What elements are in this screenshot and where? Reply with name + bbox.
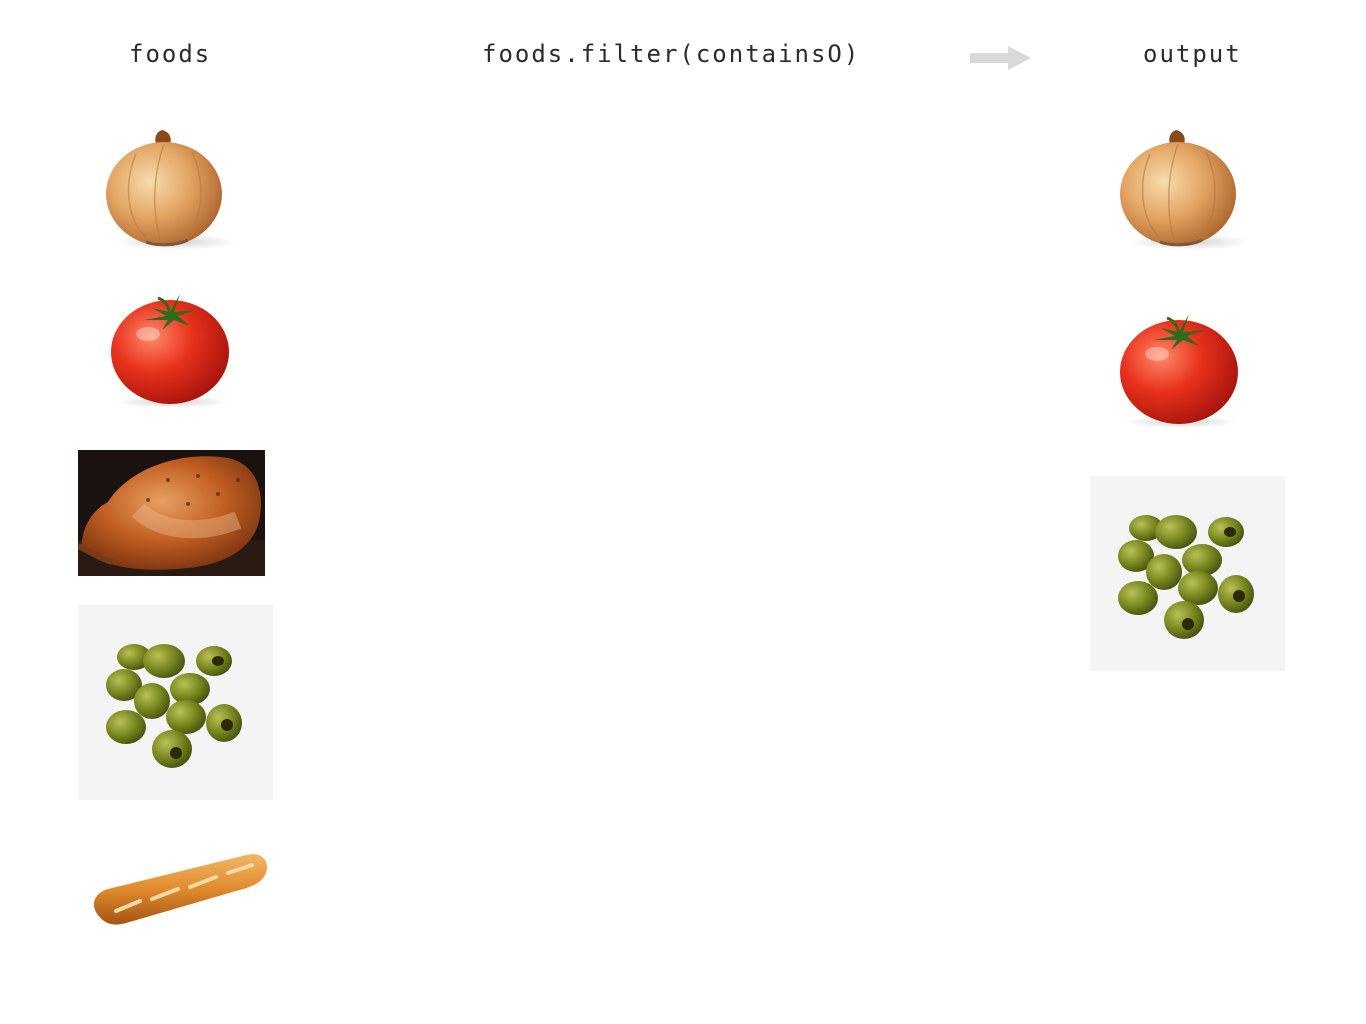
output-label: output <box>1143 40 1242 68</box>
foods-label: foods <box>129 40 212 68</box>
filter-expression-label: foods.filter(containsO) <box>482 40 861 68</box>
olives-image <box>78 605 273 800</box>
output-tomato-image <box>1113 310 1247 428</box>
baguette-image <box>86 845 272 935</box>
right-arrow-icon <box>970 46 1031 70</box>
output-onion-image <box>1110 122 1258 254</box>
output-olives-image <box>1090 476 1285 671</box>
onion-image <box>96 122 244 254</box>
roast-chicken-image <box>78 450 265 576</box>
tomato-image <box>104 290 238 408</box>
